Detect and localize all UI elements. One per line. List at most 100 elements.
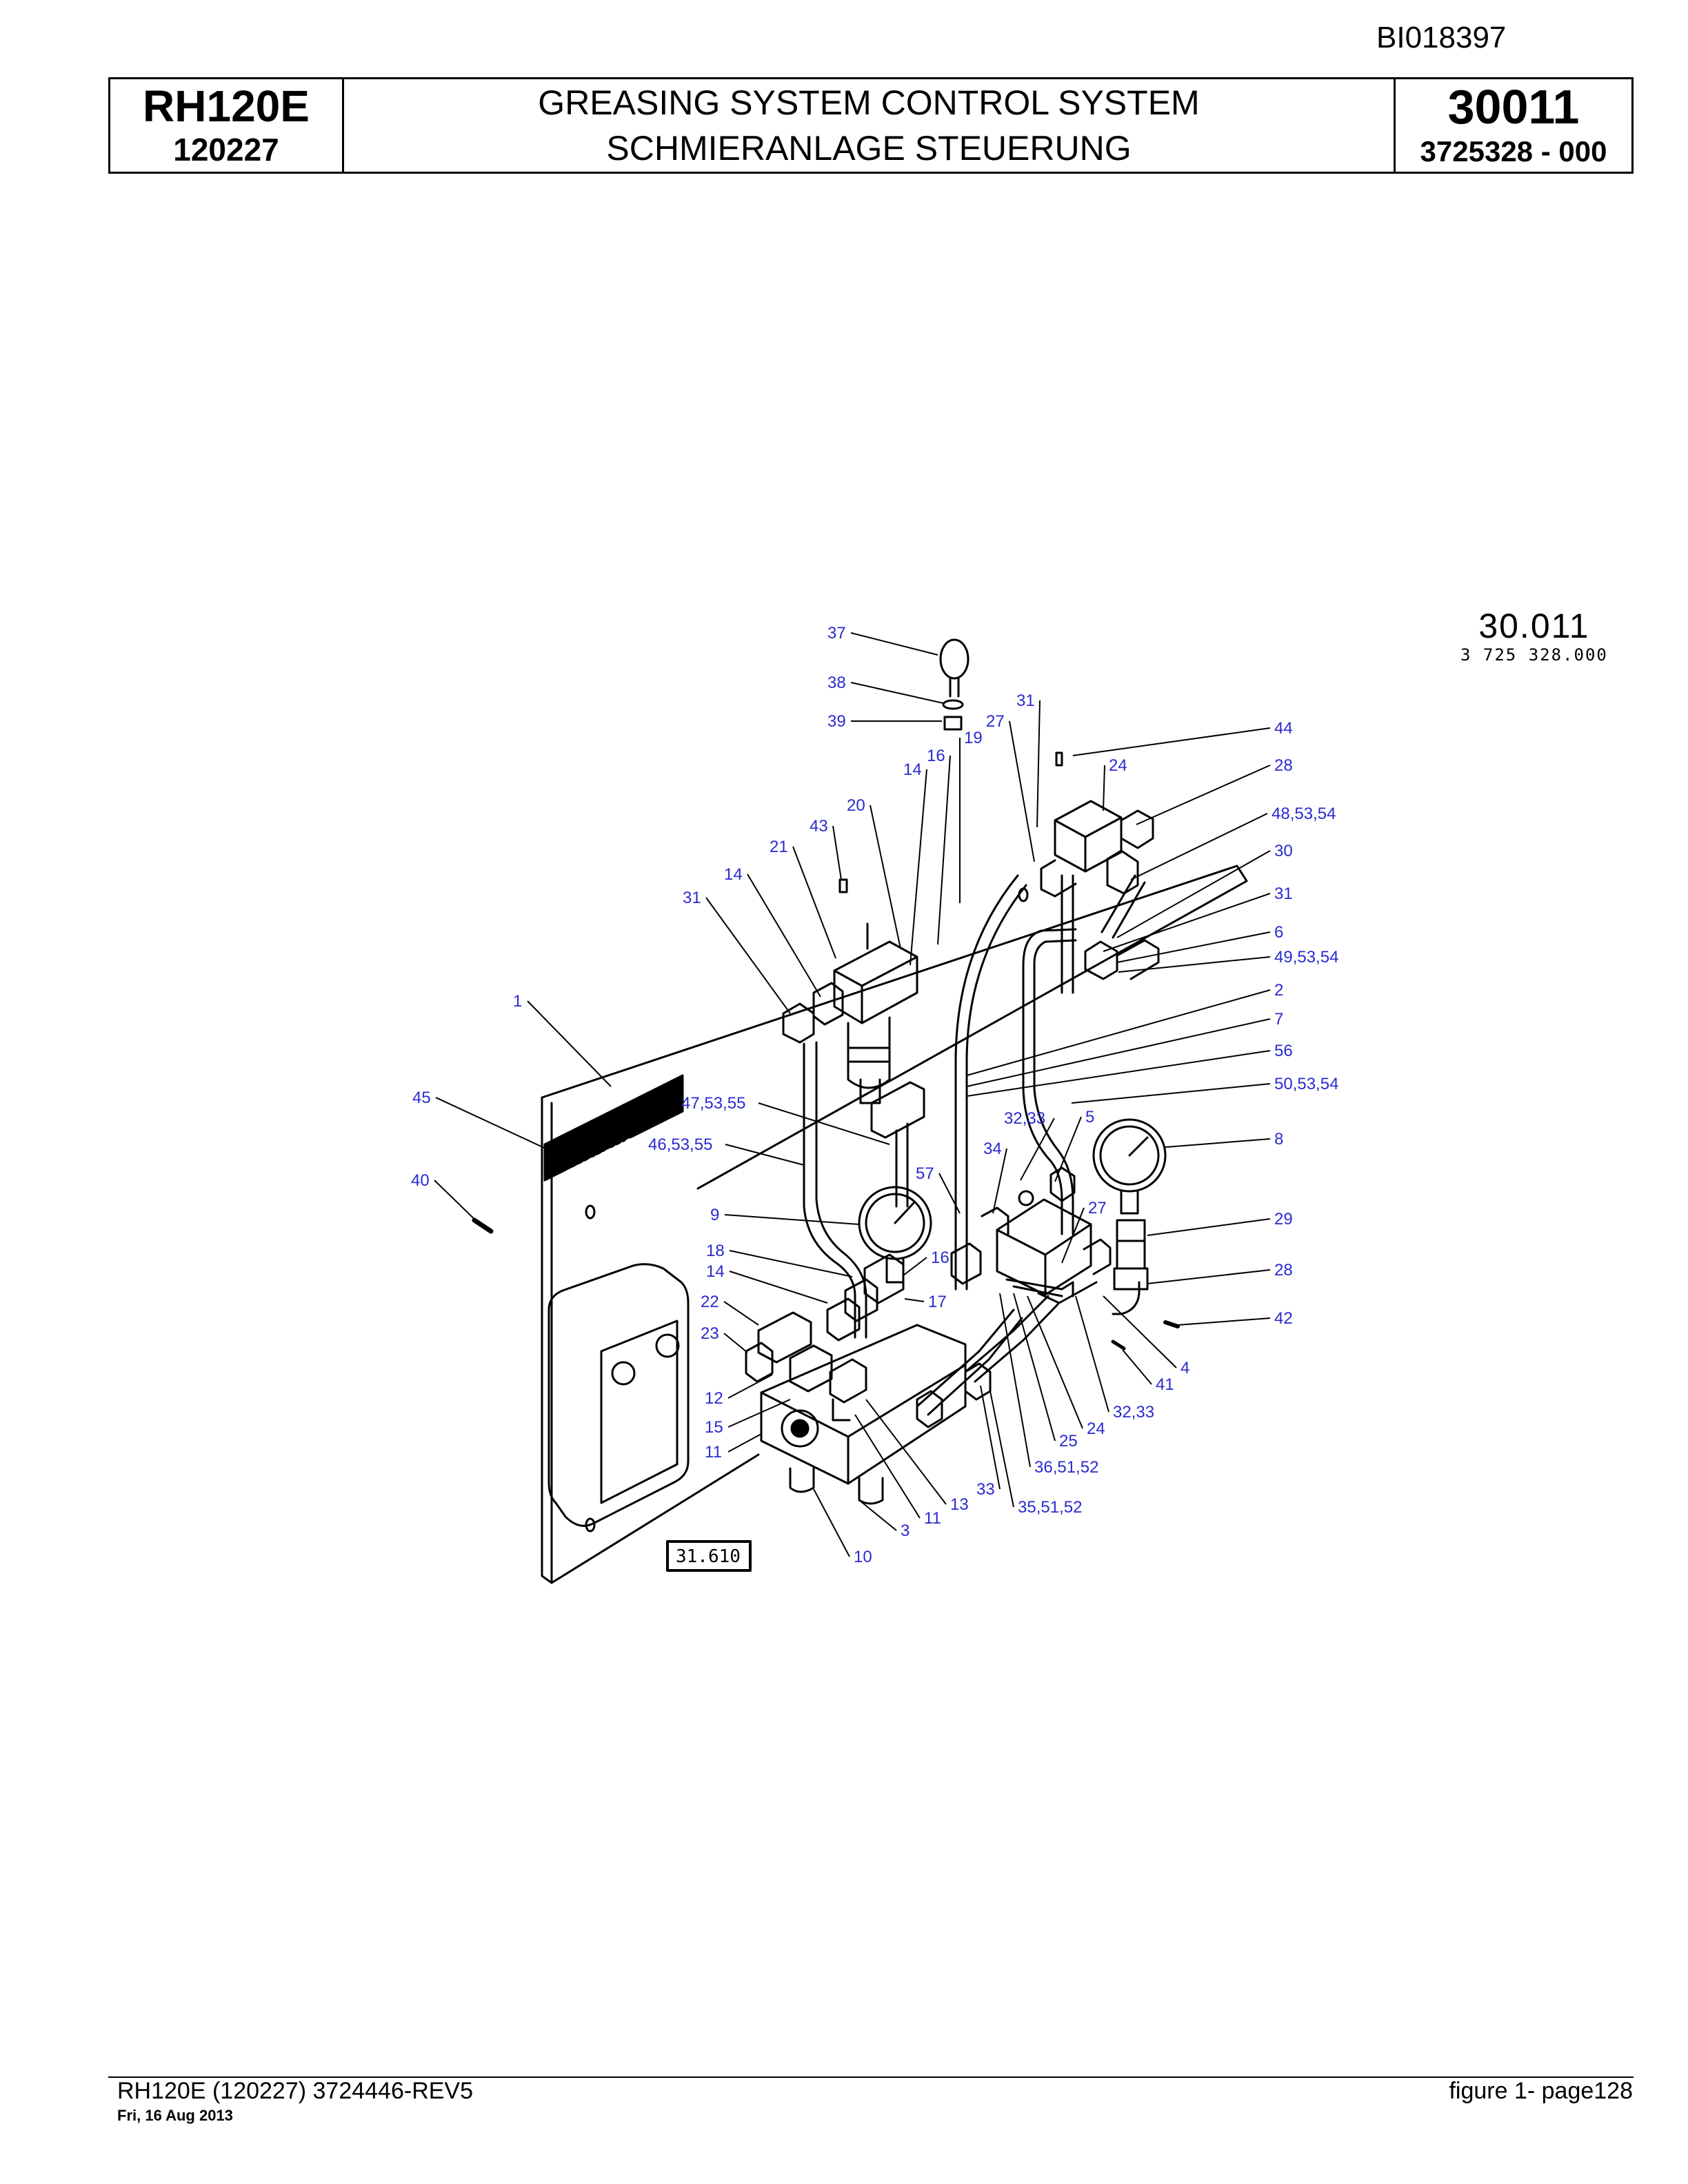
screw-41 xyxy=(1111,1339,1126,1351)
leader-line xyxy=(865,1399,947,1505)
callout-label: 9 xyxy=(710,1206,719,1224)
footer-rule xyxy=(108,2076,1634,2078)
leader-line xyxy=(1103,893,1271,952)
leader-line xyxy=(1103,765,1105,811)
leader-line xyxy=(1036,700,1041,828)
leader-line xyxy=(938,1173,961,1214)
callout-label: 5 xyxy=(1085,1108,1094,1126)
callout-label: 35,51,52 xyxy=(1018,1498,1082,1517)
leader-line xyxy=(966,1018,1271,1087)
line-art xyxy=(472,638,1248,1584)
callout-label: 17 xyxy=(928,1293,947,1311)
leader-line xyxy=(705,897,791,1014)
callout-label: 18 xyxy=(706,1242,725,1260)
callout-label: 31 xyxy=(683,889,701,907)
leader-line xyxy=(435,1097,552,1152)
pipe-left xyxy=(803,1042,856,1339)
callout-label: 11 xyxy=(924,1509,941,1528)
leader-line xyxy=(725,1144,805,1166)
callout-label: 27 xyxy=(1088,1199,1107,1217)
callout-label: 21 xyxy=(770,838,788,856)
leader-line xyxy=(1013,1293,1056,1442)
pressure-gauge-right xyxy=(1092,1118,1167,1193)
leader-line xyxy=(937,755,951,945)
leader-line xyxy=(989,1391,1014,1508)
distributor-block xyxy=(760,1324,967,1485)
callout-label: 11 xyxy=(705,1443,722,1462)
callout-label: 12 xyxy=(705,1389,723,1408)
leader-line xyxy=(1165,1138,1271,1148)
leader-line xyxy=(854,1414,921,1519)
leader-line xyxy=(910,769,927,966)
callout-label: 45 xyxy=(412,1089,431,1107)
leader-line xyxy=(527,1000,612,1087)
leader-line xyxy=(727,1374,773,1399)
leader-line xyxy=(1075,1295,1109,1413)
leader-line xyxy=(727,1433,762,1453)
callout-label: 40 xyxy=(411,1171,430,1190)
callout-label: 24 xyxy=(1087,1419,1105,1438)
eye-bolt xyxy=(939,638,969,680)
callout-label: 25 xyxy=(1059,1432,1078,1450)
leader-line xyxy=(1130,813,1268,880)
callout-label: 36,51,52 xyxy=(1034,1458,1098,1477)
reference-box xyxy=(666,1540,752,1572)
callout-label: 28 xyxy=(1274,1261,1293,1280)
title-block: RH120E 120227 GREASING SYSTEM CONTROL SY… xyxy=(108,77,1634,174)
leader-line xyxy=(980,1385,1001,1490)
leader-line xyxy=(434,1180,483,1228)
leader-line xyxy=(727,1399,791,1428)
leader-line xyxy=(1116,931,1271,963)
leader-line xyxy=(992,1148,1007,1214)
callout-label: 14 xyxy=(903,760,922,779)
callout-label: 39 xyxy=(827,712,846,731)
callout-label: 48,53,54 xyxy=(1272,805,1336,823)
callout-label: 15 xyxy=(705,1418,723,1437)
mounting-panel xyxy=(541,865,1248,1190)
leader-line xyxy=(729,1271,828,1304)
callout-label: 19 xyxy=(964,729,983,747)
leader-line xyxy=(850,632,938,656)
leader-line xyxy=(1147,1269,1271,1284)
callout-label: 28 xyxy=(1274,756,1293,775)
leader-line xyxy=(1136,765,1271,825)
part-number: 3725328 - 000 xyxy=(1420,135,1607,168)
leader-line xyxy=(858,1499,897,1531)
leader-line xyxy=(1072,727,1271,756)
leader-line xyxy=(1020,1118,1055,1181)
callout-label: 56 xyxy=(1274,1042,1293,1060)
pressure-switch xyxy=(833,940,918,1024)
leader-line xyxy=(966,1050,1271,1097)
leader-line xyxy=(792,846,836,959)
callout-label: 4 xyxy=(1180,1359,1189,1377)
leader-line xyxy=(870,805,901,949)
footer-date: Fri, 16 Aug 2013 xyxy=(117,2107,233,2124)
callout-label: 14 xyxy=(724,865,743,884)
leader-line xyxy=(850,682,944,704)
callout-label: 33 xyxy=(976,1480,995,1499)
leader-line xyxy=(1054,1116,1082,1182)
control-valve xyxy=(1054,800,1123,873)
leader-line xyxy=(747,873,821,998)
pipe-center xyxy=(954,1060,968,1249)
pipe-lower xyxy=(916,1308,1023,1416)
leader-line xyxy=(723,1333,748,1353)
callout-label: 32,33 xyxy=(1113,1403,1154,1422)
callout-label: 13 xyxy=(950,1495,969,1514)
title-english: GREASING SYSTEM CONTROL SYSTEM xyxy=(538,83,1200,122)
document-id: BI018397 xyxy=(1376,21,1507,54)
leader-line xyxy=(1118,956,1271,973)
callout-label: 27 xyxy=(986,712,1005,731)
drawing-stamp: 30.011 3 725 328.000 xyxy=(1460,607,1608,665)
electrical-box xyxy=(547,1263,690,1527)
leader-line xyxy=(903,1257,927,1276)
bracket xyxy=(870,1081,925,1139)
callout-label: 32,33 xyxy=(1004,1109,1045,1128)
callout-label: 6 xyxy=(1274,923,1283,942)
callout-label: 57 xyxy=(916,1164,934,1183)
callout-label: 31 xyxy=(1274,884,1293,903)
leader-line xyxy=(1177,1317,1271,1326)
callout-label: 31 xyxy=(1016,691,1035,710)
callout-label: 43 xyxy=(810,817,828,836)
